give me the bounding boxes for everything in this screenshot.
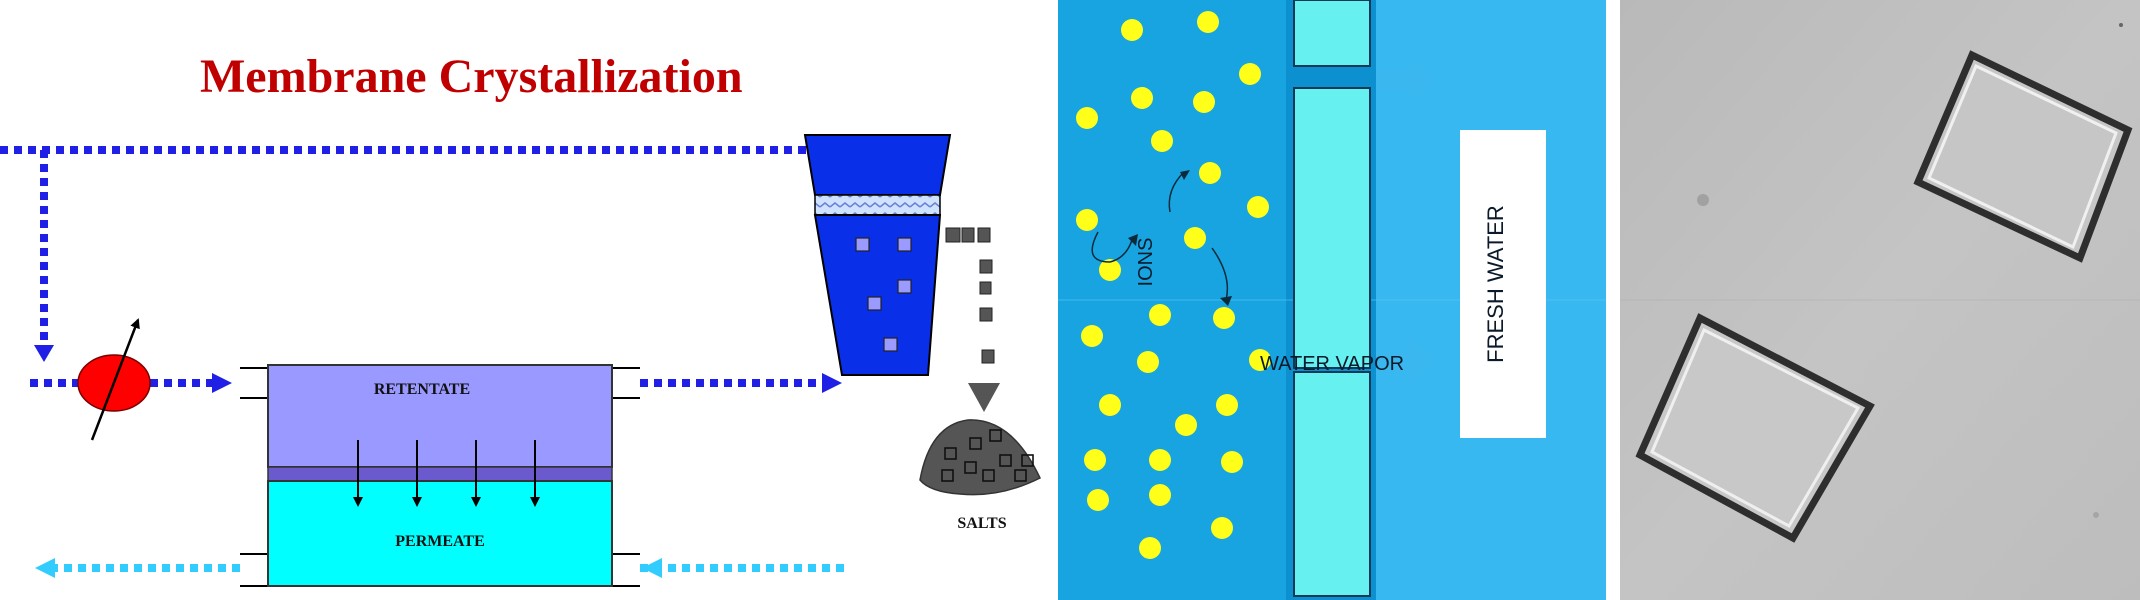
schematic-title: Membrane Crystallization xyxy=(200,50,743,103)
transmembrane-flux-arrows xyxy=(353,440,540,507)
falling-crystals xyxy=(945,227,995,364)
fresh-water-label: FRESH WATER xyxy=(1483,205,1508,363)
retentate-out-arrow-head xyxy=(822,373,842,393)
crystal-micrograph xyxy=(1620,0,2140,600)
salt-deposit-arrow xyxy=(968,383,1000,412)
membrane-pores xyxy=(1293,0,1371,597)
feed-arrow-head xyxy=(212,373,232,393)
water-vapor-label: WATER VAPOR xyxy=(1260,353,1404,375)
crystal-bottom-left xyxy=(1635,313,1875,543)
down-arrow-head xyxy=(34,345,54,362)
permeate-out-arrow-head xyxy=(35,558,55,578)
crystallizer-vessel xyxy=(803,134,952,376)
salt-pile-icon xyxy=(919,419,1041,496)
membrane-module: RETENTATE PERMEATE xyxy=(240,364,640,587)
membrane-crystallization-schematic: Membrane Crystallization xyxy=(0,50,1041,587)
ions-label: IONS xyxy=(1135,238,1157,287)
vapor-arrow-top xyxy=(1376,58,1434,102)
membrane-distillation-illustration: IONS WATER VAPOR FRESH WATER xyxy=(1058,0,1606,600)
fresh-water-box xyxy=(1460,130,1546,438)
retentate-label: RETENTATE xyxy=(374,381,470,398)
retentate-chamber xyxy=(267,364,613,468)
recycle-flow-line xyxy=(0,146,810,352)
permeate-in-arrow-head xyxy=(642,558,662,578)
membrane-layer xyxy=(267,466,613,482)
salts-label: SALTS xyxy=(957,515,1006,532)
permeate-chamber xyxy=(267,480,613,587)
ions xyxy=(1076,11,1271,559)
vapor-arrow-bottom xyxy=(1376,340,1434,384)
permeate-label: PERMEATE xyxy=(395,533,484,550)
ion-motion-arrows xyxy=(1091,171,1229,301)
crystal-top-right xyxy=(1913,50,2133,263)
pump-icon xyxy=(77,318,151,441)
